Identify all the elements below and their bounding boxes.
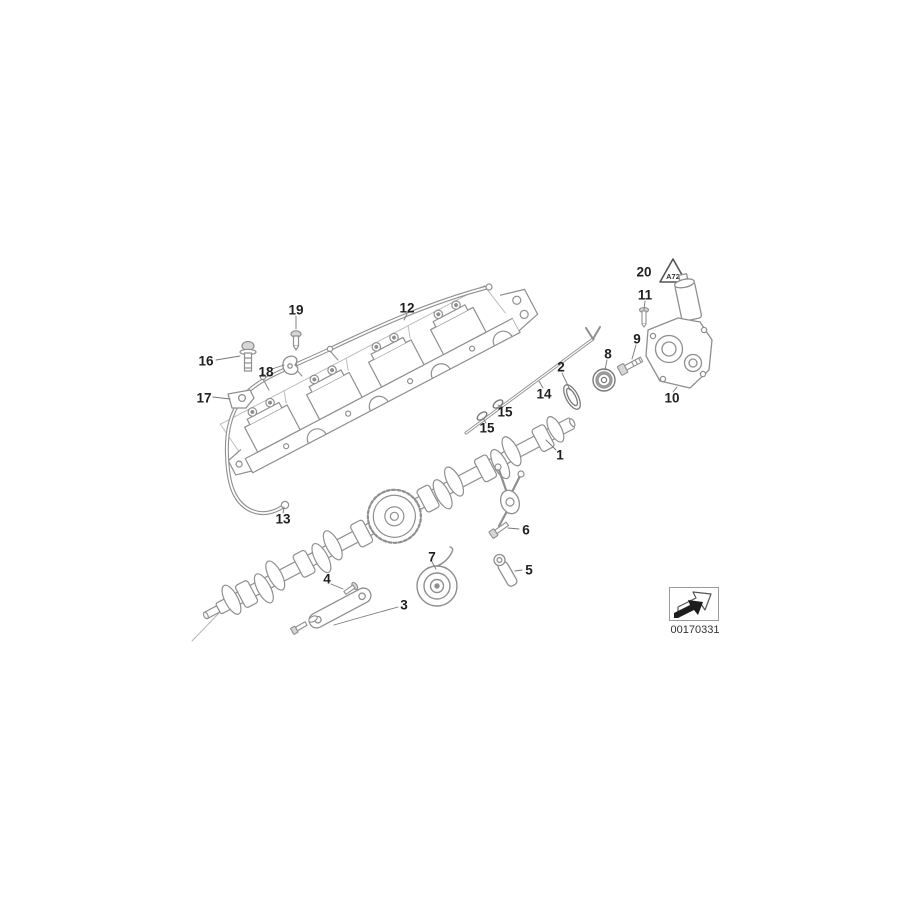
callout-20: 20 <box>636 264 652 280</box>
callout-12: 12 <box>399 300 415 316</box>
callout-15: 15 <box>479 420 495 436</box>
spiral-spring-drawing <box>416 546 458 607</box>
construction-line <box>191 610 222 642</box>
bearing-ledge-drawing <box>227 288 539 476</box>
leader-lines <box>212 300 678 626</box>
doc-number: 00170331 <box>670 624 720 636</box>
callout-2: 2 <box>557 359 565 375</box>
lever-5-drawing <box>493 553 518 587</box>
callout-1: 1 <box>556 447 564 463</box>
callout-8: 8 <box>604 346 612 362</box>
callout-3: 3 <box>400 597 408 613</box>
callout-7: 7 <box>428 549 436 565</box>
clamp-drawing <box>282 355 299 375</box>
callout-16: 16 <box>198 353 214 369</box>
callout-17: 17 <box>196 390 212 406</box>
callout-4: 4 <box>323 571 331 587</box>
callout-11: 11 <box>637 287 653 303</box>
callout-14: 14 <box>536 386 552 402</box>
callout-15: 15 <box>497 404 513 420</box>
warning-triangle-text: A72 <box>666 272 680 281</box>
callout-19: 19 <box>288 302 304 318</box>
bolt-9-drawing <box>616 356 644 376</box>
direction-arrow-icon <box>674 591 712 618</box>
bracket-3-drawing <box>308 587 372 629</box>
screw-19-drawing <box>290 330 302 351</box>
callout-5: 5 <box>525 562 533 578</box>
callout-6: 6 <box>522 522 530 538</box>
callout-9: 9 <box>633 331 641 347</box>
actuator-housing-drawing <box>645 273 713 389</box>
callout-10: 10 <box>664 390 680 406</box>
seal-rings-drawing <box>476 399 504 421</box>
intermediate-lever-drawing <box>494 463 525 528</box>
bracket-17-drawing <box>227 389 255 409</box>
bearing-roller-drawing <box>592 368 616 392</box>
camshaft-drawing <box>202 416 576 620</box>
seal-ring-2-drawing <box>563 384 581 410</box>
legend-box <box>669 587 719 621</box>
stud-4-drawing <box>343 581 359 595</box>
bolt-6-drawing <box>488 521 510 539</box>
callout-18: 18 <box>258 364 274 380</box>
flange-bolt-drawing <box>239 340 257 372</box>
small-bolt-washer-drawing <box>290 615 318 635</box>
oil-line-drawing <box>464 326 601 435</box>
callout-13: 13 <box>275 511 291 527</box>
